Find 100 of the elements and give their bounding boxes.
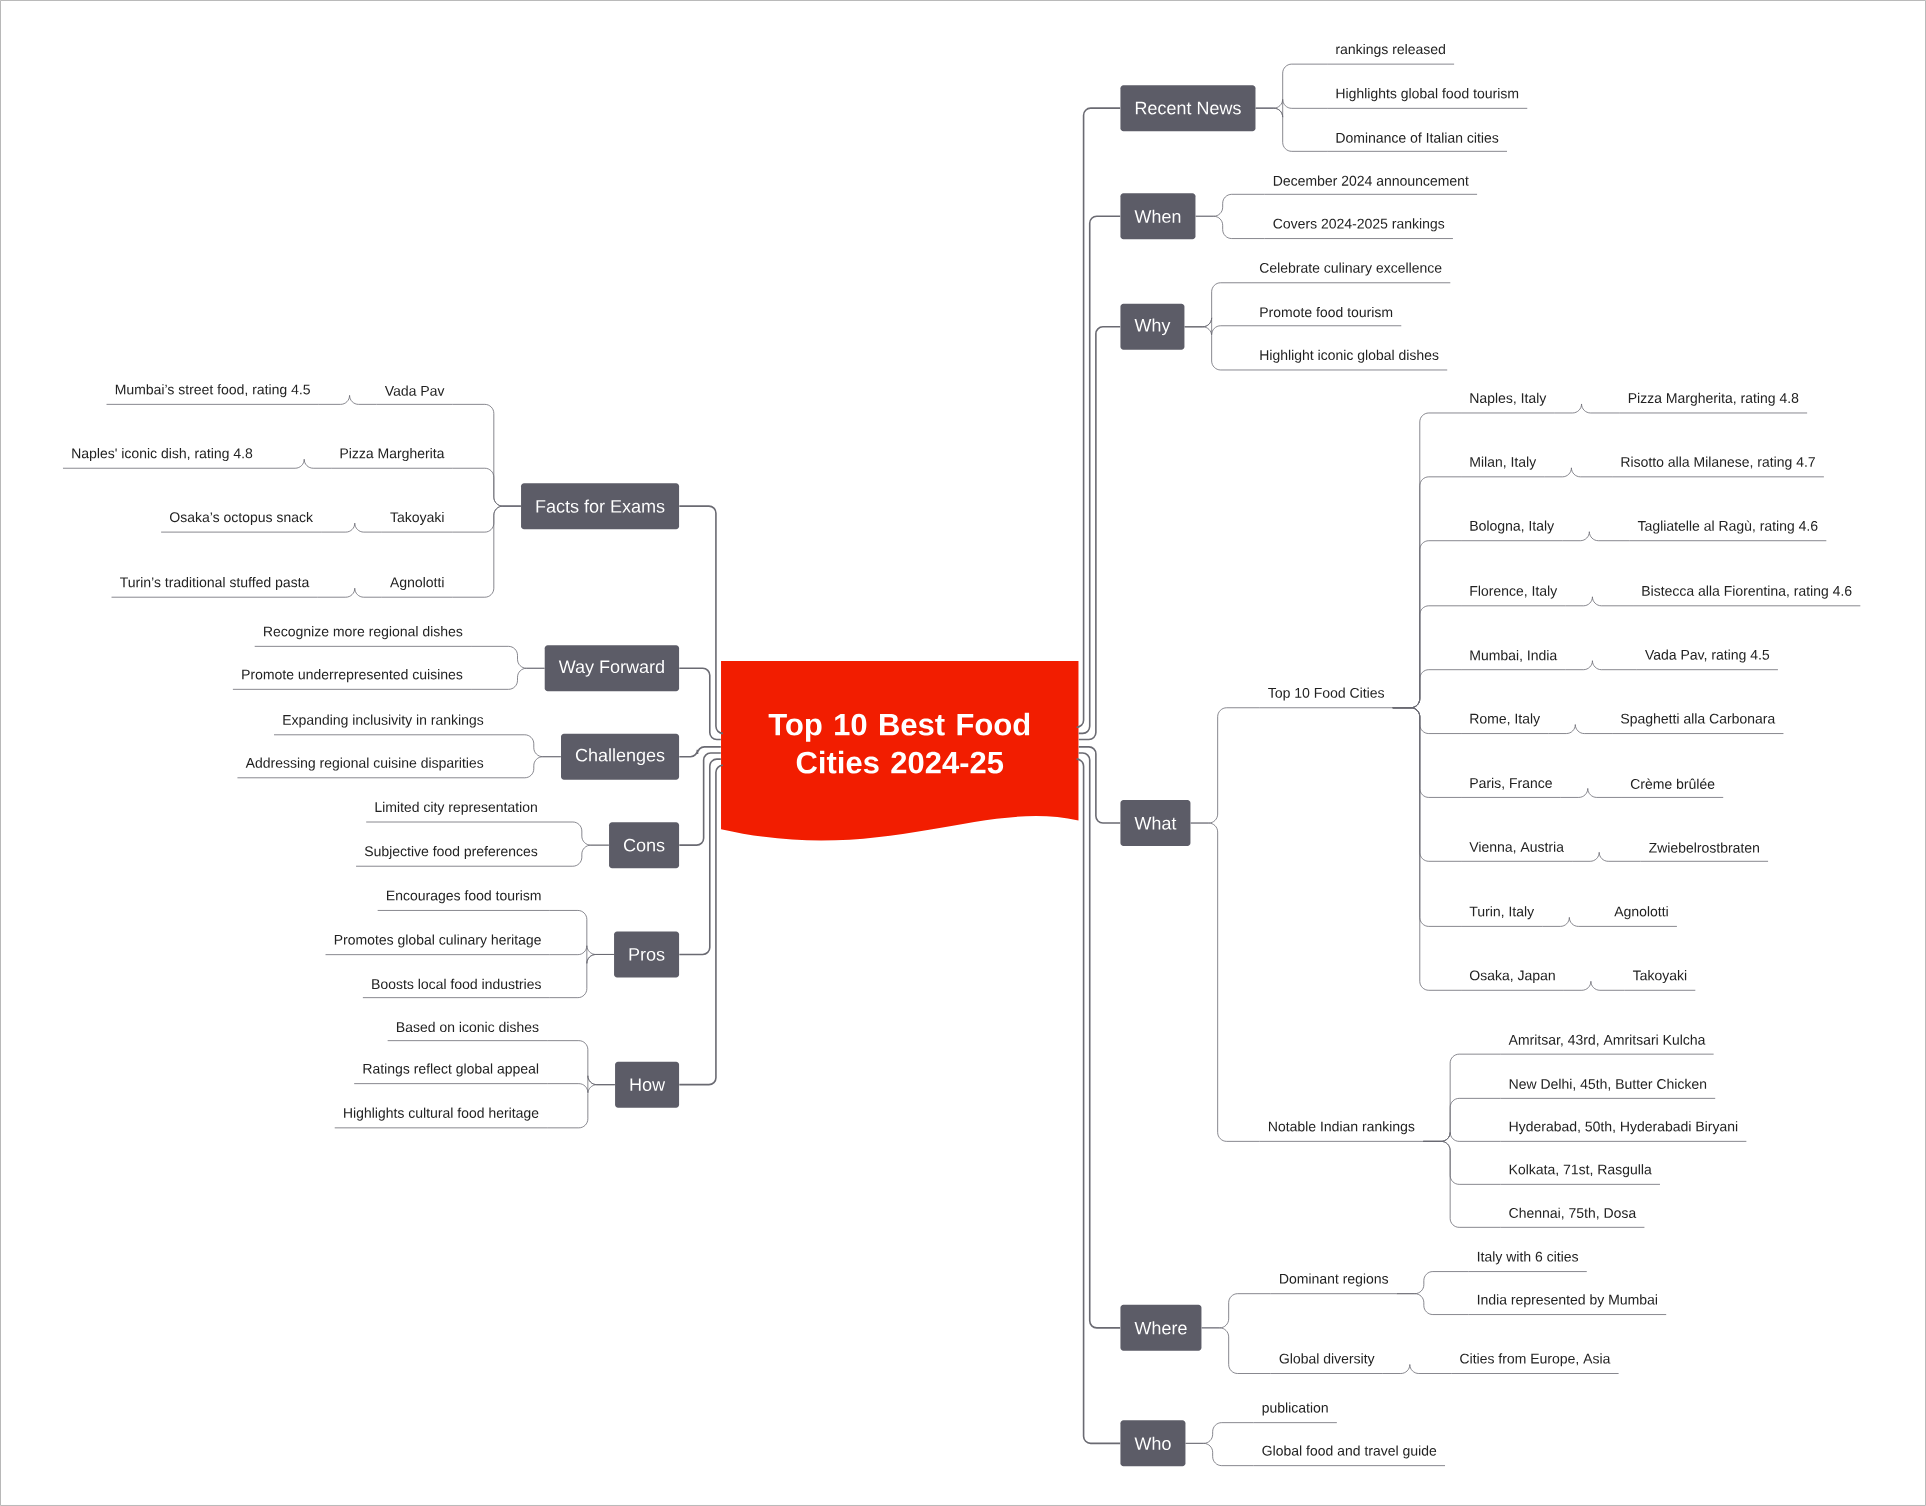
topic-box: What [1120, 800, 1191, 847]
underlined-label: Global food and travel guide [1253, 1445, 1446, 1467]
connector-line [470, 667, 545, 690]
underlined-label: Vienna, Austria [1460, 841, 1573, 862]
underlined-label: Vada Pav, rating 4.5 [1636, 649, 1779, 671]
underlined-label: Cities from Europe, Asia [1450, 1353, 1619, 1374]
underlined-label: Florence, Italy [1460, 585, 1566, 607]
connector-line [1392, 707, 1462, 991]
underlined-label: Dominance of Italian cities [1326, 132, 1508, 152]
connector-line [1396, 1293, 1469, 1315]
connector-line [1382, 1364, 1452, 1374]
underlined-label: Promotes global culinary heritage [325, 934, 551, 956]
connector-line [1560, 788, 1623, 798]
connector-line [1075, 758, 1122, 1445]
underlined-label: Pizza Margherita, rating 4.8 [1619, 392, 1808, 414]
underlined-label: Mumbai, India [1460, 650, 1566, 671]
underlined-label: Rome, Italy [1460, 713, 1549, 734]
connector-line [678, 758, 722, 956]
connector-line [678, 752, 722, 846]
underlined-label: Promote underrepresented cuisines [232, 669, 472, 690]
connector-line [1554, 403, 1620, 414]
underlined-label: Highlight iconic global dishes [1250, 349, 1448, 371]
connector-line [317, 587, 383, 598]
connector-line [678, 746, 722, 758]
connector-line [1077, 215, 1122, 735]
connector-line [320, 522, 383, 533]
connector-line [1077, 746, 1122, 824]
connector-line [1201, 1327, 1272, 1374]
connector-line [1077, 752, 1122, 1329]
topic-box: How [615, 1061, 680, 1108]
connector-line [1255, 107, 1328, 152]
underlined-label: Encourages food tourism [377, 890, 551, 911]
topic-box: Recent News [1120, 85, 1256, 132]
connector-line [1541, 917, 1607, 927]
underlined-label: Dominant regions [1270, 1273, 1398, 1295]
topic-box: Who [1120, 1420, 1186, 1467]
connector-line [260, 458, 332, 469]
underlined-label: Spaghetti alla Carbonara [1611, 713, 1784, 734]
connector-line [1195, 215, 1265, 239]
underlined-label: Addressing regional cuisine disparities [237, 757, 493, 779]
underlined-label: Naples, Italy [1460, 392, 1555, 414]
topic-box: Why [1120, 303, 1185, 350]
underlined-label: Boosts local food industries [362, 978, 551, 999]
underlined-label: Bologna, Italy [1460, 520, 1563, 542]
underlined-label: Osaka’s octopus snack [160, 511, 322, 533]
connector-line [545, 844, 610, 867]
underlined-label: publication [1253, 1402, 1338, 1424]
topic-box: Facts for Exams [521, 483, 680, 530]
underlined-label: Subjective food preferences [355, 846, 547, 867]
underlined-label: Crème brûlée [1621, 778, 1724, 798]
underlined-label: Tagliatelle al Ragù, rating 4.6 [1628, 520, 1827, 542]
underlined-label: Osaka, Japan [1460, 970, 1565, 991]
underlined-label: Agnolotti [381, 577, 454, 598]
underlined-label: Covers 2024-2025 rankings [1264, 218, 1454, 239]
underlined-label: India represented by Mumbai [1468, 1294, 1667, 1315]
connector-line [1544, 467, 1613, 478]
underlined-label: Naples' iconic dish, rating 4.8 [62, 448, 262, 469]
underlined-label: Chennai, 75th, Dosa [1500, 1207, 1645, 1228]
connector-line [1565, 660, 1638, 671]
connector-line [1563, 980, 1625, 991]
connector-line [452, 505, 522, 598]
connector-line [1561, 531, 1630, 542]
title-banner: Top 10 Best Food Cities 2024-25 [721, 660, 1079, 841]
underlined-label: December 2024 announcement [1264, 175, 1478, 195]
underlined-label: Promote food tourism [1250, 306, 1402, 327]
connector-line [491, 756, 562, 779]
underlined-label: Top 10 Food Cities [1259, 687, 1394, 709]
topic-box: When [1120, 193, 1196, 240]
connector-line [1422, 1140, 1501, 1228]
connector-line [1571, 851, 1641, 862]
underlined-label: Zwiebelrostbraten [1640, 842, 1769, 862]
underlined-label: Milan, Italy [1460, 456, 1545, 478]
connector-line [678, 764, 724, 1086]
underlined-label: Italy with 6 cities [1468, 1251, 1588, 1272]
underlined-label: Hyderabad, 50th, Hyderabadi Biryani [1500, 1121, 1747, 1142]
underlined-label: Recognize more regional dishes [254, 626, 472, 647]
underlined-label: Kolkata, 71st, Rasgulla [1500, 1164, 1661, 1185]
underlined-label: Celebrate culinary excellence [1250, 262, 1451, 284]
topic-box: Pros [614, 931, 680, 978]
underlined-label: Turin, Italy [1460, 906, 1543, 927]
underlined-label: Notable Indian rankings [1259, 1121, 1424, 1142]
topic-box: Way Forward [544, 645, 680, 692]
connector-line [1565, 596, 1634, 607]
connector-line [318, 394, 377, 405]
connector-line [549, 954, 615, 999]
underlined-label: Risotto alla Milanese, rating 4.7 [1611, 456, 1825, 478]
underlined-label: rankings released [1326, 43, 1455, 65]
underlined-label: Expanding inclusivity in rankings [273, 714, 493, 736]
underlined-label: New Delhi, 45th, Butter Chicken [1500, 1078, 1716, 1099]
underlined-label: Takoyaki [1624, 970, 1696, 991]
underlined-label: Paris, France [1460, 777, 1562, 798]
underlined-label: Agnolotti [1605, 906, 1678, 927]
underlined-label: Pizza Margherita [330, 448, 454, 469]
topic-box: Challenges [561, 733, 680, 780]
underlined-label: Amritsar, 43rd, Amritsari Kulcha [1500, 1034, 1714, 1055]
underlined-label: Global diversity [1270, 1353, 1384, 1374]
underlined-label: Limited city representation [365, 801, 547, 823]
connector-line [1077, 326, 1122, 741]
connector-line [1185, 1442, 1254, 1467]
underlined-label: Turin’s traditional stuffed pasta [111, 577, 318, 598]
